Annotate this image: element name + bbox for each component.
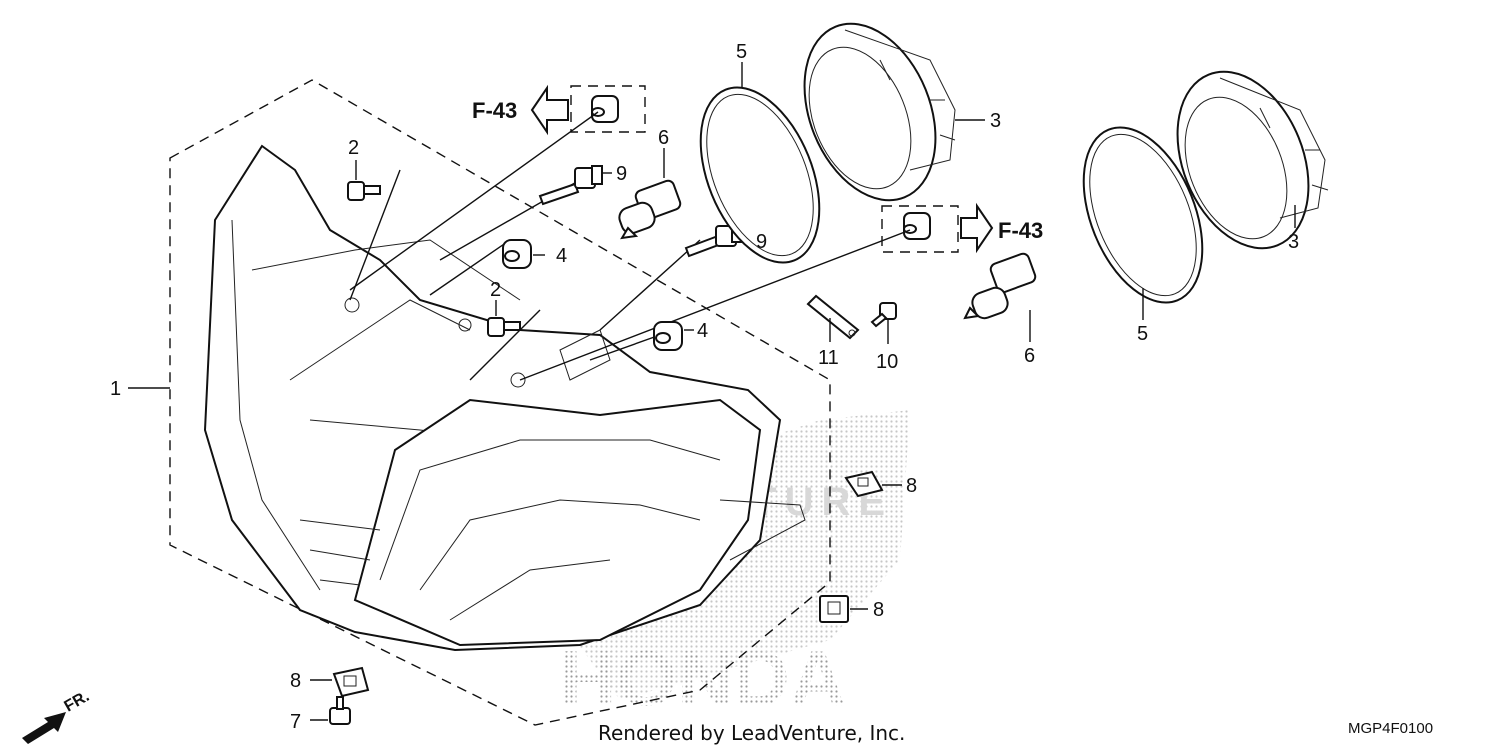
callout-8-lower: 8 [873,599,884,621]
callout-6-left: 6 [658,127,669,149]
bushing-left[interactable] [591,95,619,123]
leader-4b [589,334,661,361]
leader-2a [349,169,401,301]
part-7-screw[interactable] [329,696,351,725]
part-3-cover-left[interactable] [780,4,960,220]
ref-box-left [570,85,646,133]
part-11-strap[interactable] [806,294,860,340]
part-10-screw[interactable] [870,302,897,328]
callout-3-right: 3 [1288,231,1299,253]
callout-7: 7 [290,711,301,733]
ref-f43-left-label: F-43 [472,98,517,123]
ref-f43-left[interactable]: F-43 [472,84,569,136]
callout-2-lower: 2 [490,279,501,301]
callout-8-upper: 8 [906,475,917,497]
ref-box-right [881,205,959,253]
callout-8-bottom: 8 [290,670,301,692]
diagram-code: MGP4F0100 [1348,720,1433,737]
callout-2-upper: 2 [348,137,359,159]
callout-5-left: 5 [736,41,747,63]
part-6-bulb-right[interactable] [963,252,1037,321]
callout-9-upper: 9 [616,163,627,185]
part-8-clip-right-lower[interactable] [819,595,849,623]
front-direction-indicator: FR. [22,688,92,744]
arrow-right-icon [960,202,994,254]
callout-5-right: 5 [1137,323,1148,345]
callout-1: 1 [110,378,121,400]
callout-3-left: 3 [990,110,1001,132]
ref-f43-right-label: F-43 [998,218,1043,243]
headlight-assembly[interactable] [203,144,806,652]
leader-bushing-left [349,111,599,291]
bushing-right[interactable] [903,212,931,240]
leader-9b [599,239,701,331]
part-5-ring-left[interactable] [677,70,842,280]
part-2-clip-lower[interactable] [487,317,521,337]
arrow-down-left-icon [22,712,66,744]
part-8-clip-right-upper[interactable] [844,470,884,498]
leader-4a [429,239,511,296]
callout-10: 10 [876,351,898,373]
callout-11: 11 [818,347,839,369]
part-2-clip-upper[interactable] [347,181,381,201]
part-4-rubber-upper[interactable] [502,239,532,269]
assembly-outline [169,79,831,726]
callout-4-upper: 4 [556,245,567,267]
ref-f43-right[interactable]: F-43 [960,202,1043,254]
arrow-left-icon [530,84,569,136]
leader-2b [469,309,541,381]
part-4-rubber-lower[interactable] [653,321,683,351]
part-9-screw-upper[interactable] [538,165,603,206]
part-8-clip-bottom[interactable] [332,666,370,698]
leader-bushing-right [519,229,911,381]
part-6-bulb-left[interactable] [617,179,682,240]
honda-watermark-text: HONDA [560,634,846,722]
direction-label: FR. [62,688,93,716]
part-3-cover-right[interactable] [1153,52,1333,268]
callout-6-right: 6 [1024,345,1035,367]
callout-4-lower: 4 [697,320,708,342]
part-5-ring-right[interactable] [1060,110,1225,320]
callout-9-lower: 9 [756,231,767,253]
footer-credit: Rendered by LeadVenture, Inc. [598,721,905,745]
